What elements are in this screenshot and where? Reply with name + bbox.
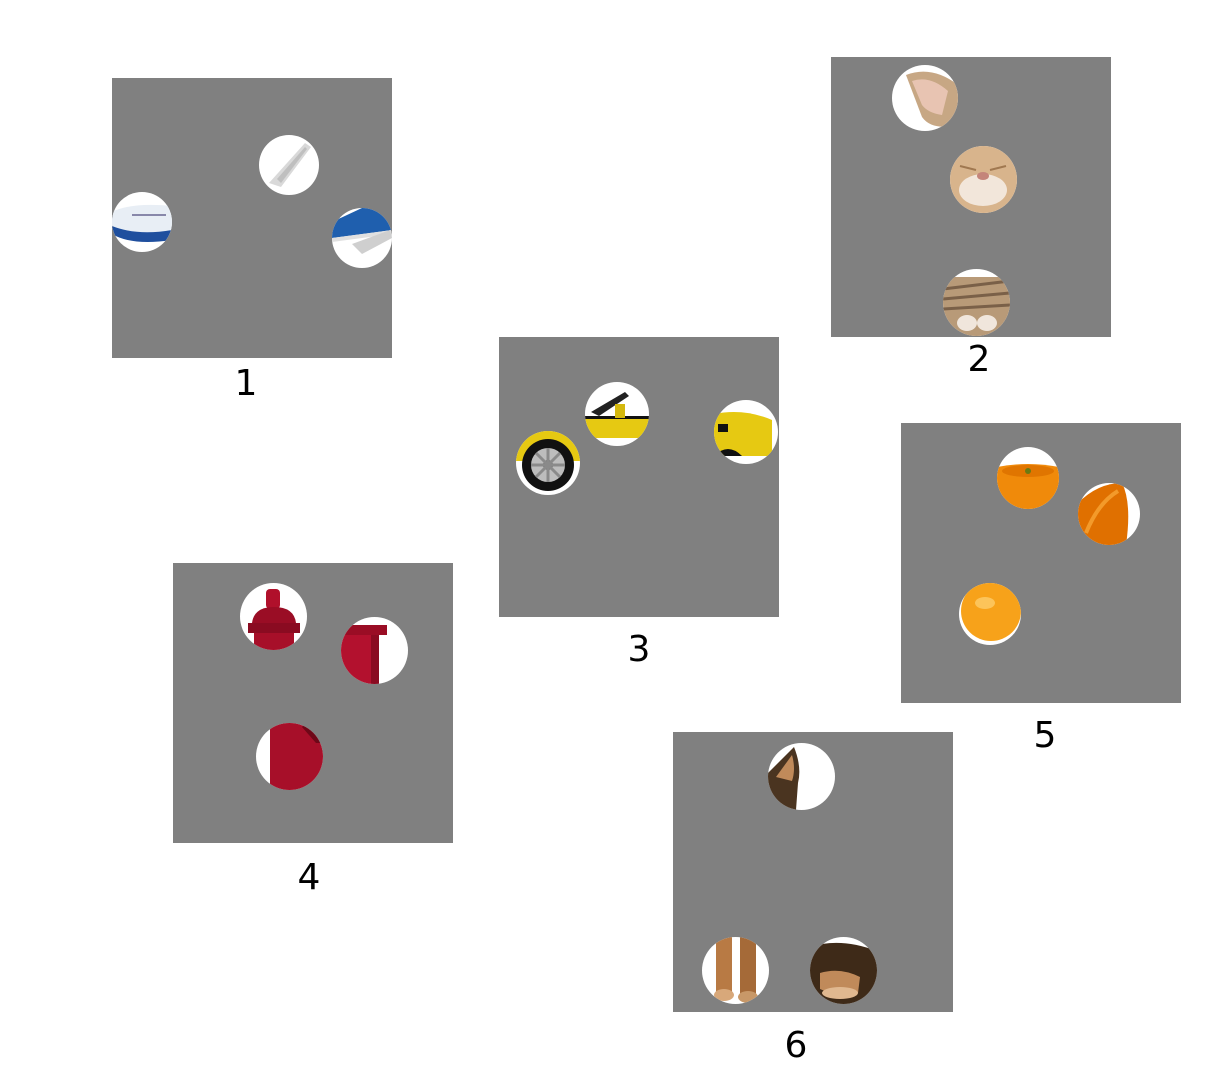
back-paw-icon [810, 942, 877, 1004]
panel-1 [112, 78, 392, 358]
nose-icon [112, 204, 172, 242]
panel-3 [499, 337, 779, 617]
cat-paw-crop [943, 269, 1010, 336]
panel-5 [901, 423, 1181, 703]
dog-front-paws-crop [702, 937, 769, 1004]
panel-label-6: 6 [784, 1025, 808, 1066]
orange-bottom-crop [959, 583, 1021, 645]
panel-2 [831, 57, 1111, 337]
rear-icon [714, 412, 772, 456]
door-icon [585, 392, 649, 438]
wheel-icon [516, 431, 580, 491]
wing-icon [269, 143, 311, 187]
panel-label-4: 4 [297, 857, 321, 898]
body-icon [341, 625, 387, 684]
front-paws-icon [714, 937, 758, 1003]
cat-ear-crop [892, 65, 958, 131]
bottom-icon [961, 583, 1021, 641]
cap-icon [248, 589, 300, 650]
dog-back-paw-crop [810, 937, 877, 1004]
side-icon [1078, 483, 1129, 545]
airplane-wing-crop [259, 135, 319, 195]
car-rear-crop [714, 400, 778, 464]
orange-top-crop [997, 447, 1059, 509]
bottle-body-crop [341, 617, 408, 684]
tail-icon [332, 208, 392, 254]
car-wheel-crop [516, 431, 580, 495]
cat-muzzle-crop [950, 146, 1017, 213]
ear-icon [906, 71, 958, 127]
panel-label-2: 2 [967, 339, 991, 380]
car-door-crop [585, 382, 649, 446]
airplane-nose-crop [112, 192, 172, 252]
ear-icon [768, 747, 800, 810]
bottle-cap-crop [240, 583, 307, 650]
dog-ear-crop [768, 743, 835, 810]
base-icon [270, 723, 323, 790]
paw-icon [943, 277, 1010, 336]
panel-4 [173, 563, 453, 843]
panel-label-3: 3 [627, 629, 651, 670]
muzzle-icon [950, 146, 1017, 213]
airplane-tail-crop [332, 208, 392, 268]
top-icon [997, 464, 1059, 509]
panel-label-1: 1 [234, 363, 258, 404]
panel-label-5: 5 [1033, 715, 1057, 756]
panel-6 [673, 732, 953, 1012]
orange-side-crop [1078, 483, 1140, 545]
bottle-base-crop [256, 723, 323, 790]
